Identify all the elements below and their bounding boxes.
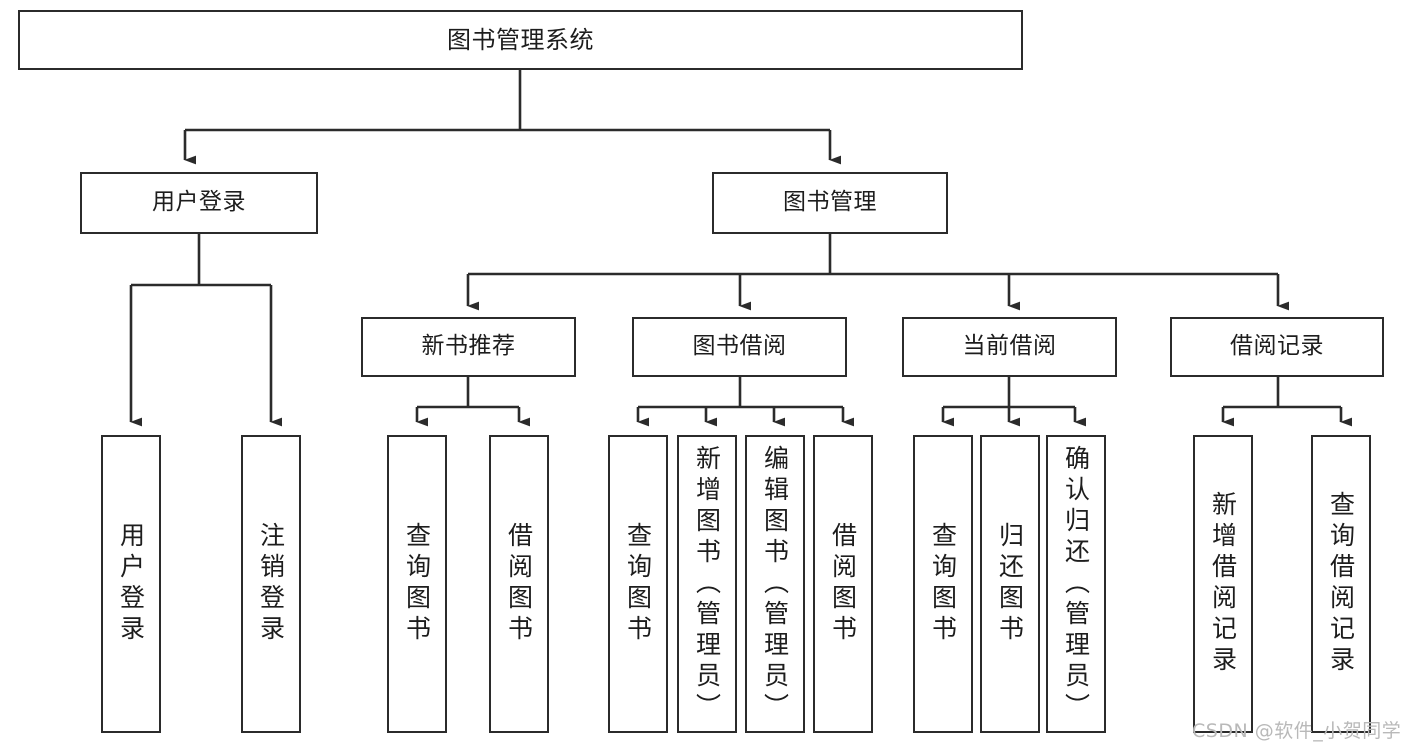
- node-label: 确认归还（管理员）: [1061, 444, 1091, 724]
- node-label: 用户登录: [116, 522, 146, 646]
- node-label: 图书管理系统: [447, 25, 594, 54]
- node-label: 借阅图书: [828, 522, 858, 646]
- leaf-edit-book-admin[interactable]: 编辑图书（管理员）: [745, 435, 805, 733]
- node-label: 新书推荐: [421, 333, 516, 360]
- leaf-borrow-book-recommend[interactable]: 借阅图书: [489, 435, 549, 733]
- node-label: 新增图书（管理员）: [692, 444, 722, 724]
- leaf-query-borrow-record[interactable]: 查询借阅记录: [1311, 435, 1371, 733]
- leaf-query-book-recommend[interactable]: 查询图书: [387, 435, 447, 733]
- node-new-book-recommend[interactable]: 新书推荐: [361, 317, 576, 377]
- node-label: 注销登录: [256, 522, 286, 646]
- leaf-user-login[interactable]: 用户登录: [101, 435, 161, 733]
- leaf-borrow-book[interactable]: 借阅图书: [813, 435, 873, 733]
- leaf-logout-login[interactable]: 注销登录: [241, 435, 301, 733]
- node-label: 查询图书: [928, 522, 958, 646]
- node-label: 新增借阅记录: [1208, 491, 1238, 677]
- node-label: 借阅记录: [1230, 333, 1324, 360]
- node-label: 图书管理: [783, 189, 877, 216]
- node-label: 当前借阅: [962, 333, 1057, 360]
- node-label: 用户登录: [152, 189, 246, 216]
- node-book-management[interactable]: 图书管理: [712, 172, 948, 234]
- node-label: 查询借阅记录: [1326, 491, 1356, 677]
- node-book-borrow[interactable]: 图书借阅: [632, 317, 847, 377]
- leaf-confirm-return-admin[interactable]: 确认归还（管理员）: [1046, 435, 1106, 733]
- node-borrow-record[interactable]: 借阅记录: [1170, 317, 1384, 377]
- node-label: 查询图书: [623, 522, 653, 646]
- node-current-borrow[interactable]: 当前借阅: [902, 317, 1117, 377]
- node-label: 图书借阅: [692, 333, 787, 360]
- leaf-add-book-admin[interactable]: 新增图书（管理员）: [677, 435, 737, 733]
- node-label: 查询图书: [402, 522, 432, 646]
- leaf-add-borrow-record[interactable]: 新增借阅记录: [1193, 435, 1253, 733]
- leaf-query-book-borrow[interactable]: 查询图书: [608, 435, 668, 733]
- node-label: 借阅图书: [504, 522, 534, 646]
- node-user-login[interactable]: 用户登录: [80, 172, 318, 234]
- node-root-book-management-system[interactable]: 图书管理系统: [18, 10, 1023, 70]
- csdn-watermark: CSDN @软件_小贺同学: [1192, 720, 1402, 742]
- node-label: 归还图书: [995, 522, 1025, 646]
- leaf-query-book-current[interactable]: 查询图书: [913, 435, 973, 733]
- node-label: 编辑图书（管理员）: [760, 444, 790, 724]
- leaf-return-book[interactable]: 归还图书: [980, 435, 1040, 733]
